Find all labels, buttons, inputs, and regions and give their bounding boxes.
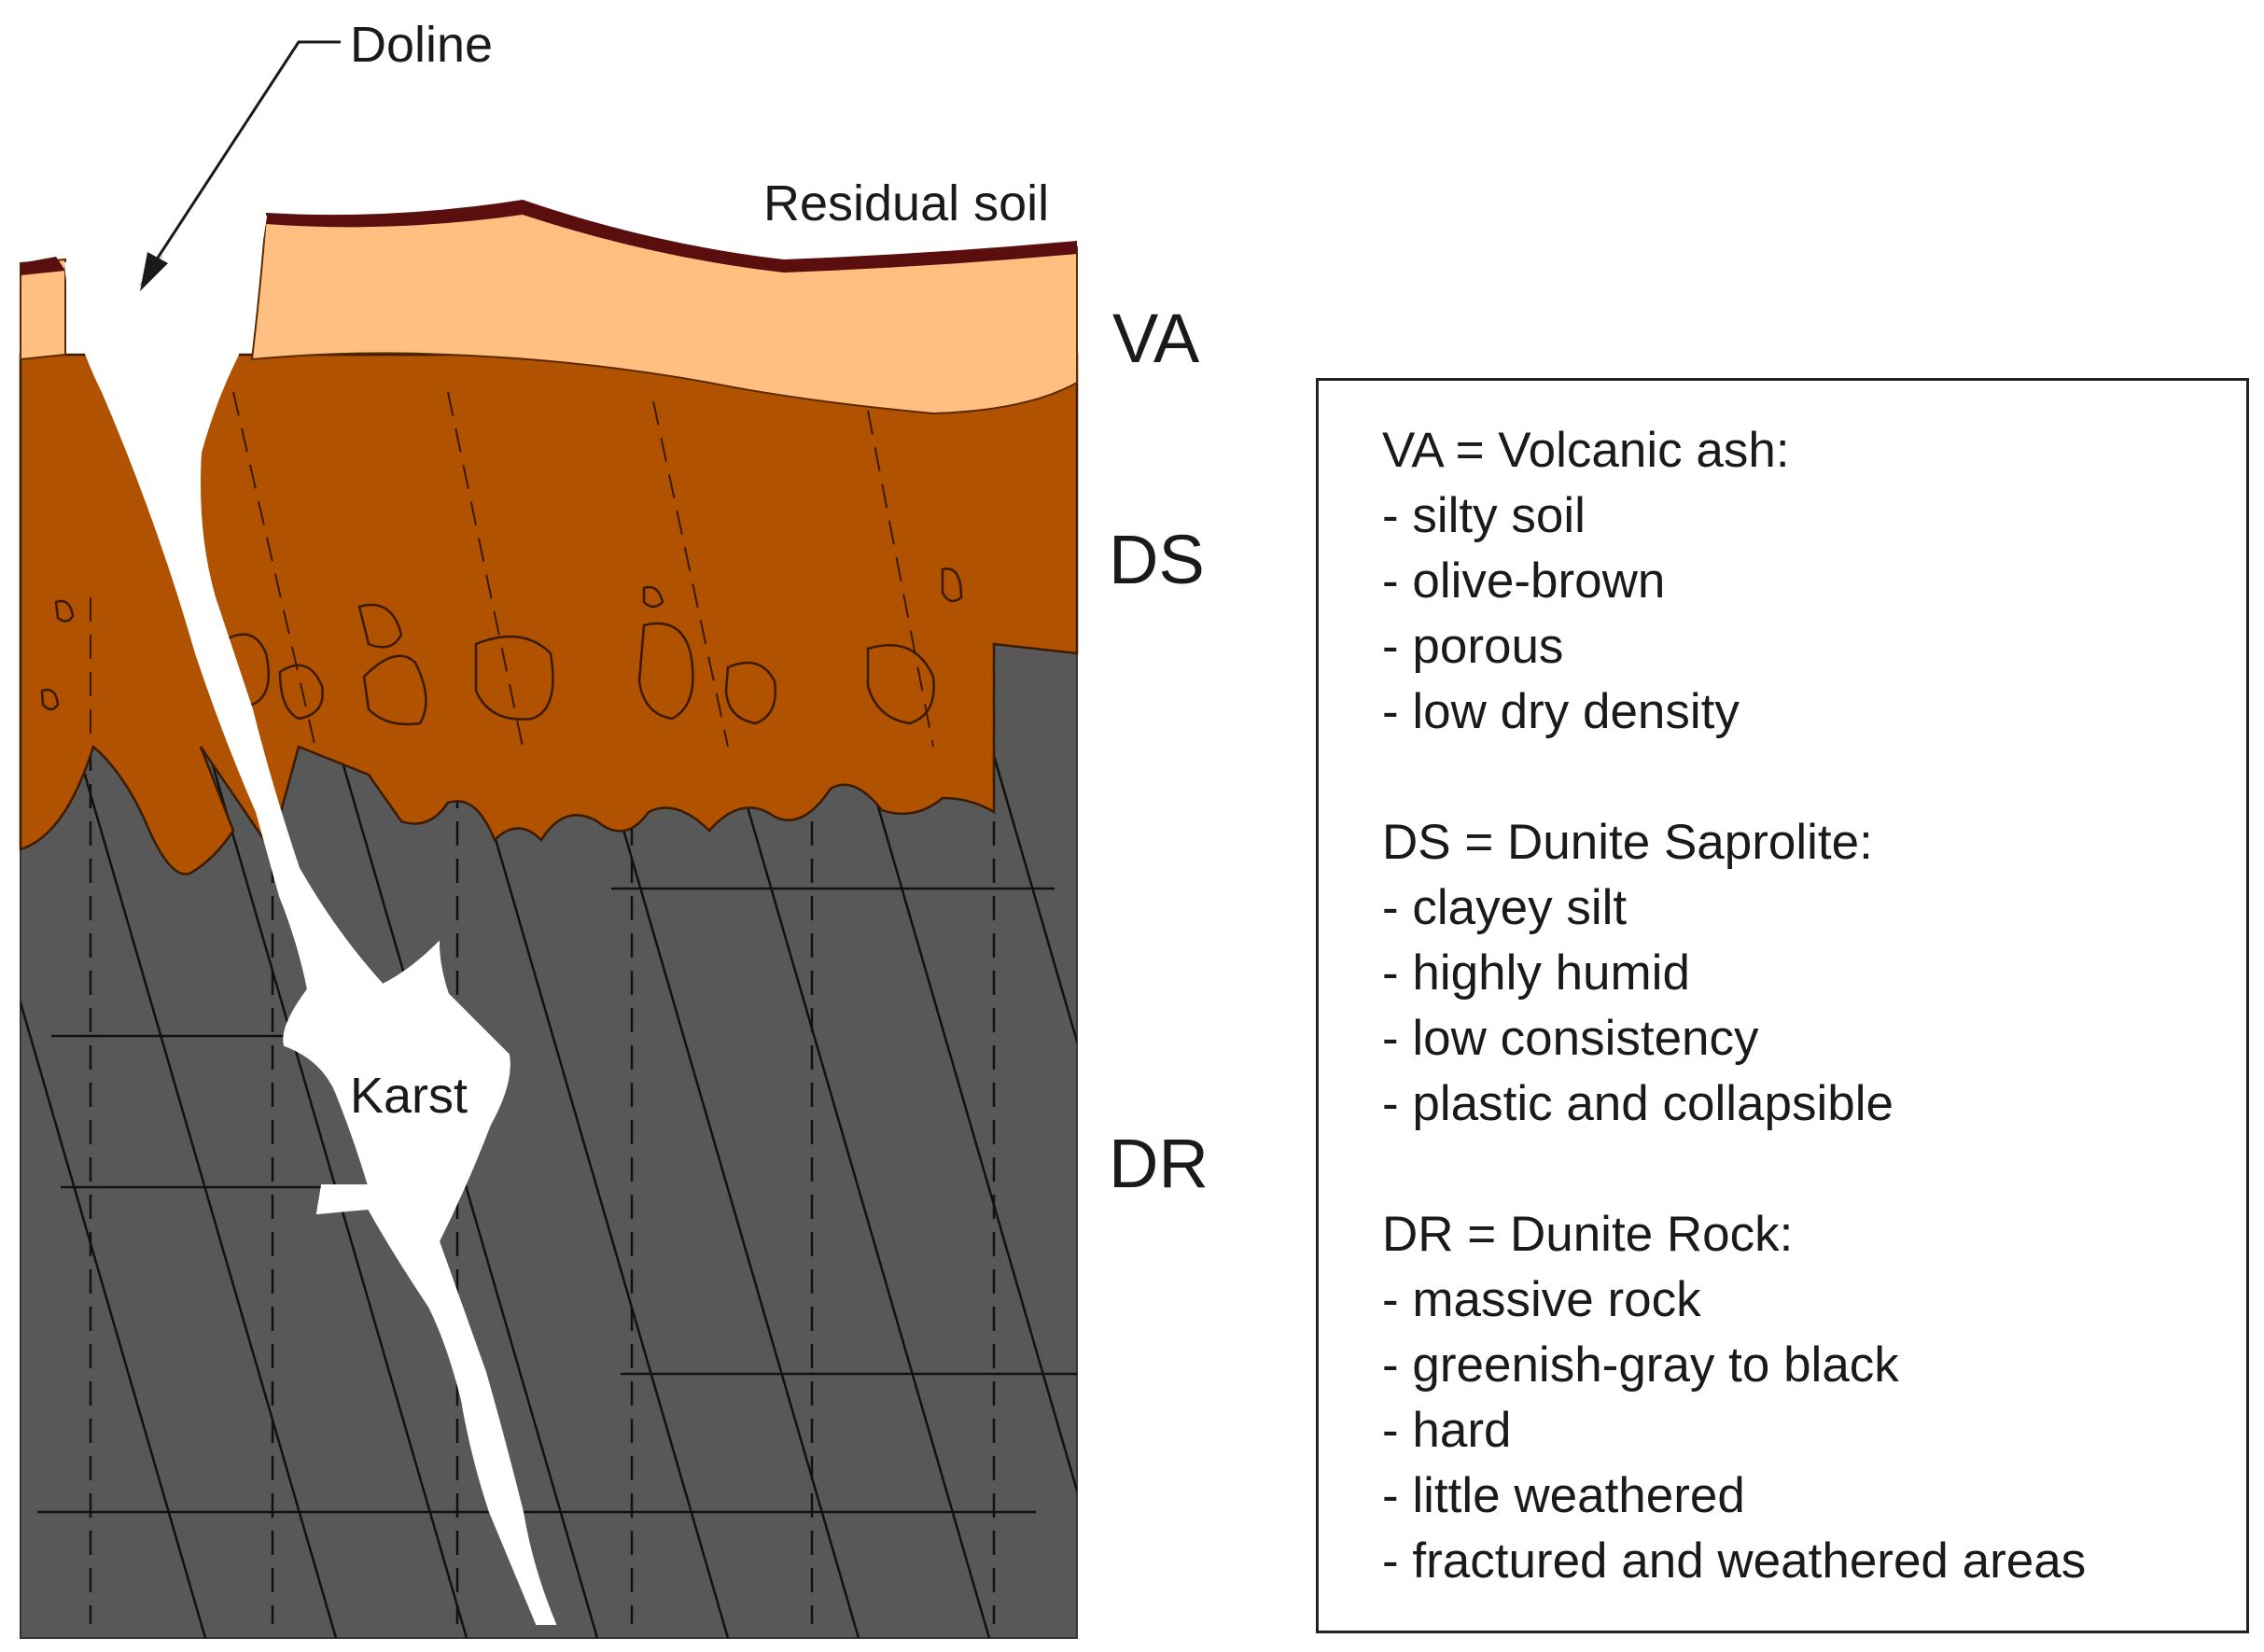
residual-soil-layer: [266, 200, 1077, 273]
ds-label: DS: [1109, 521, 1205, 598]
legend-item: - fractured and weathered areas: [1382, 1533, 2087, 1589]
legend-item: - clayey silt: [1382, 880, 1628, 935]
legend-section-ds: DS = Dunite Saprolite: - clayey silt - h…: [1382, 810, 2246, 1137]
doline-pointer-line: [147, 40, 341, 272]
doline-label: Doline: [350, 17, 493, 73]
legend-section-dr: DR = Dunite Rock: - massive rock - green…: [1382, 1202, 2246, 1594]
legend-box: VA = Volcanic ash: - silty soil - olive-…: [1316, 378, 2249, 1633]
doline-arrowhead-fill: [140, 252, 168, 291]
legend-item: - olive-brown: [1382, 553, 1666, 609]
legend-item: - massive rock: [1382, 1272, 1701, 1327]
karst-label: Karst: [350, 1068, 468, 1124]
legend-title-dr: DR = Dunite Rock:: [1382, 1207, 1794, 1262]
dr-label: DR: [1109, 1125, 1209, 1202]
residual-soil-layer-left: [21, 257, 65, 275]
dunite-saprolite-layer: [19, 353, 1079, 875]
saprolite-fractures: [90, 391, 934, 757]
legend-item: - greenish-gray to black: [1382, 1337, 1899, 1393]
legend-title-ds: DS = Dunite Saprolite:: [1382, 815, 1873, 870]
legend-section-va: VA = Volcanic ash: - silty soil - olive-…: [1382, 418, 2246, 745]
legend-item: - low dry density: [1382, 684, 1740, 739]
doline-and-karst: [63, 215, 557, 1625]
legend-item: - hard: [1382, 1403, 1512, 1458]
legend-item: - silty soil: [1382, 488, 1586, 543]
legend-item: - little weathered: [1382, 1468, 1745, 1523]
legend-title-va: VA = Volcanic ash:: [1382, 423, 1790, 478]
va-label: VA: [1112, 300, 1200, 377]
legend-item: - highly humid: [1382, 945, 1690, 1001]
legend-item: - porous: [1382, 619, 1564, 674]
residual-soil-label: Residual soil: [763, 175, 1049, 231]
geological-cross-section: Doline Residual soil Karst VA DS DR: [19, 17, 1209, 1639]
legend-item: - plastic and collapsible: [1382, 1076, 1894, 1131]
legend-item: - low consistency: [1382, 1011, 1759, 1066]
